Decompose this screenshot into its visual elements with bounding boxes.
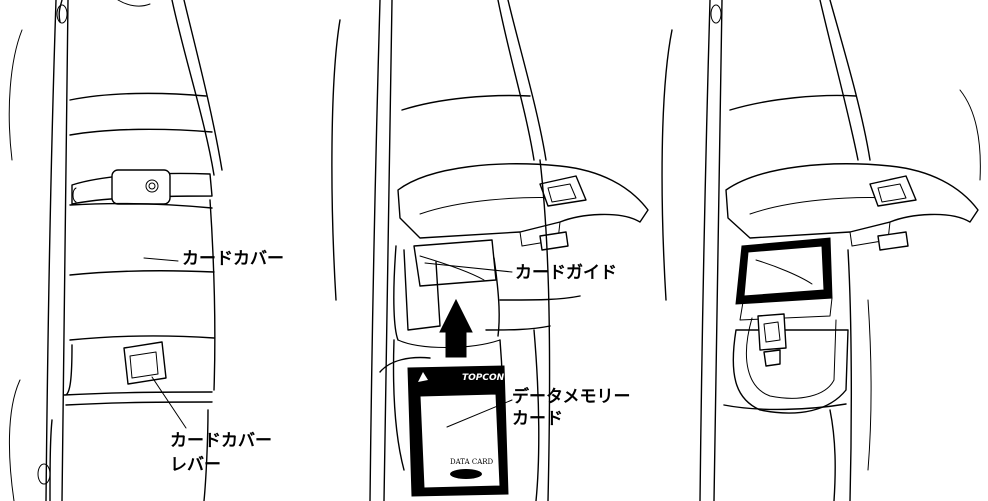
label-data-memory-card-line2: カード bbox=[512, 409, 563, 429]
card-brand-text: TOPCON bbox=[462, 373, 505, 383]
data-memory-card bbox=[407, 365, 509, 497]
panel-cover-closed bbox=[8, 0, 223, 501]
label-card-guide: カードガイド bbox=[515, 263, 617, 283]
label-card-cover: カードカバー bbox=[182, 249, 284, 269]
card-caption-text: DATA CARD bbox=[450, 458, 494, 466]
panel-cover-open-inserting bbox=[331, 0, 649, 501]
label-card-cover-lever-line2: レバー bbox=[170, 455, 221, 475]
label-card-cover-lever-line1: カードカバー bbox=[170, 431, 272, 451]
panel-card-installed bbox=[661, 0, 981, 501]
label-data-memory-card-line1: データメモリー bbox=[512, 387, 631, 407]
